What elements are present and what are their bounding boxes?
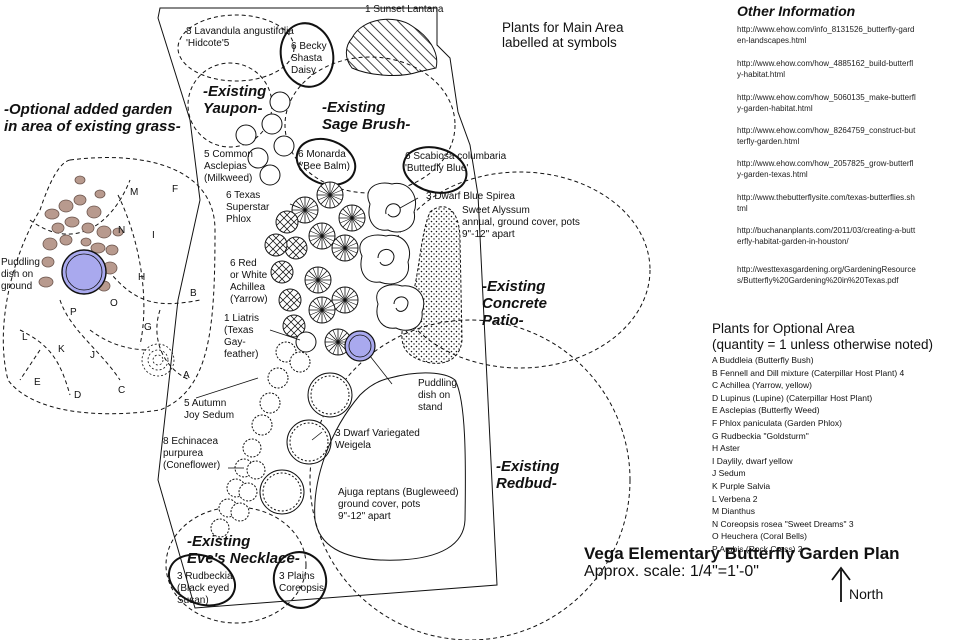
label-asclepias: 5 Common Asclepias (Milkweed) [204, 149, 253, 184]
optional-plant-item: B Fennell and Dill mixture (Caterpillar … [712, 367, 905, 378]
bed-letter: F [172, 184, 178, 195]
optional-plant-list: A Buddleia (Butterfly Bush) B Fennell and… [712, 354, 904, 556]
bed-letter: N [118, 225, 125, 236]
area-redbud: -Existing Redbud- [496, 458, 560, 492]
optional-bed-dividers [19, 179, 201, 396]
label-liatris: 1 Liatris (Texas Gay- feather) [224, 313, 260, 360]
bed-letter: M [130, 187, 138, 198]
lavandula-area [177, 14, 295, 82]
area-sage-brush: -Existing Sage Brush- [322, 99, 411, 133]
area-concrete-patio: -Existing Concrete Patio- [482, 278, 548, 329]
optional-area-title: Plants for Optional Area [712, 321, 855, 336]
label-plains-coreopsis: 3 Plains Coreopsis [279, 571, 325, 594]
optional-plant-item: H Aster [712, 443, 740, 454]
optional-plant-item: J Sedum [712, 468, 746, 479]
bed-letter: I [152, 230, 155, 241]
optional-plant-item: K Purple Salvia [712, 480, 771, 491]
reference-link[interactable]: http://www.ehow.com/how_5060135_make-but… [737, 93, 916, 113]
echinacea-symbols [210, 438, 266, 538]
bed-letter: K [58, 344, 65, 355]
coreopsis-symbol [272, 551, 328, 609]
spirea-symbols [359, 182, 425, 331]
ajuga-bed [314, 372, 466, 561]
bed-letters: M F N I H B O P G L K J A E D C [22, 184, 197, 401]
main-area-header-line2: labelled at symbols [502, 35, 617, 50]
puddling-dish-ground [61, 249, 107, 295]
reference-link[interactable]: http://www.ehow.com/how_8264759_construc… [737, 126, 916, 146]
label-spirea: 3 Dwarf Blue Spirea [426, 191, 515, 202]
reference-link[interactable]: http://www.thebutterflysite.com/texas-bu… [737, 193, 915, 213]
monarda-symbol [295, 137, 357, 187]
rock-cluster [38, 175, 124, 292]
area-eves-necklace: -Existing Eve's Necklace- [187, 533, 300, 567]
optional-plant-item: F Phlox paniculata (Garden Phlox) [712, 417, 842, 428]
bed-letter: P [70, 307, 77, 318]
label-scabiosa: 6 Scabiosa columbaria 'Butterfly Blue' [405, 151, 507, 174]
reference-link[interactable]: http://www.ehow.com/how_2057825_grow-but… [737, 159, 914, 179]
optional-area-subtitle: (quantity = 1 unless otherwise noted) [712, 337, 934, 352]
buddleia-symbol [141, 343, 175, 377]
reference-link[interactable]: http://buchananplants.com/2011/03/creati… [737, 226, 916, 246]
label-puddling-ground: Puddling dish on ground [1, 257, 40, 292]
optional-plant-item: G Rudbeckia "Goldsturm" [712, 430, 809, 441]
reference-link[interactable]: http://www.ehow.com/info_8131526_butterf… [737, 25, 915, 45]
plan-scale: Approx. scale: 1/4"=1'-0" [584, 563, 759, 580]
shasta-daisy-symbol [279, 22, 335, 88]
label-lavandula: 8 Lavandula angustifolia 'Hidcote'5 [186, 26, 294, 49]
optional-plant-item: C Achillea (Yarrow, yellow) [712, 380, 812, 391]
label-shasta-daisy: 6 Becky Shasta Daisy [291, 41, 327, 76]
bed-letter: G [144, 322, 152, 333]
bed-letter: H [138, 272, 145, 283]
reference-link[interactable]: http://www.ehow.com/how_4885162_build-bu… [737, 59, 914, 79]
bed-letter: L [22, 332, 28, 343]
sweet-alyssum-bed [401, 206, 463, 364]
scabiosa-symbol [402, 146, 468, 194]
north-label: North [849, 586, 884, 602]
bed-letter: B [190, 288, 197, 299]
label-weigela: 3 Dwarf Variegated Weigela [335, 428, 420, 451]
optional-plant-item: O Heuchera (Coral Bells) [712, 531, 807, 542]
other-info-title: Other Information [737, 3, 856, 19]
optional-plant-item: M Dianthus [712, 506, 755, 517]
optional-plant-item: L Verbena 2 [712, 493, 758, 504]
label-echinacea: 8 Echinacea purpurea (Coneflower) [163, 436, 221, 471]
bed-letter: D [74, 390, 81, 401]
area-optional-garden: -Optional added garden in area of existi… [4, 101, 181, 135]
leader-lines [195, 197, 419, 469]
label-sunset-lantana: 1 Sunset Lantana [365, 4, 444, 15]
optional-plant-item: I Daylily, dwarf yellow [712, 455, 793, 466]
optional-plant-item: P Arabis (Rock Cress) 2 [712, 543, 803, 554]
label-texas-phlox: 6 Texas Superstar Phlox [226, 190, 270, 225]
main-area-header-line1: Plants for Main Area [502, 20, 624, 35]
lantana-symbol [345, 18, 438, 76]
rudbeckia-symbol [168, 553, 236, 607]
optional-plant-item: N Coreopsis rosea "Sweet Dreams" 3 [712, 518, 854, 529]
optional-plant-item: E Asclepias (Butterfly Weed) [712, 405, 820, 416]
sedum-symbols [251, 341, 311, 436]
bed-letter: E [34, 377, 41, 388]
bed-letter: A [183, 370, 190, 381]
optional-plant-item: D Lupinus (Lupine) (Caterpillar Host Pla… [712, 392, 873, 403]
optional-garden-outline [2, 157, 216, 415]
reference-link[interactable]: http://westtexasgardening.org/GardeningR… [737, 265, 916, 285]
label-autumn-joy: 5 Autumn Joy Sedum [184, 398, 235, 421]
bed-letter: O [110, 298, 118, 309]
north-arrow [831, 566, 851, 602]
bed-letter: C [118, 385, 125, 396]
label-rudbeckia: 3 Rudbeckia (Black eyed Susan) [177, 571, 233, 606]
label-sweet-alyssum: Sweet Alyssum annual, ground cover, pots… [462, 205, 580, 240]
area-yaupon: -Existing Yaupon- [203, 83, 267, 117]
plan-title: Vega Elementary Butterfly Garden Plan [584, 544, 900, 563]
weigela-symbols [259, 372, 353, 515]
label-ajuga: Ajuga reptans (Bugleweed) ground cover, … [338, 487, 459, 522]
main-bed-outline [157, 7, 498, 609]
optional-plant-item: A Buddleia (Butterfly Bush) [712, 355, 814, 365]
achillea-symbols [264, 210, 308, 338]
label-monarda: 6 Monarda ('Bee Balm) [298, 149, 350, 172]
bed-letter: J [90, 350, 95, 361]
label-achillea: 6 Red or White Achillea (Yarrow) [230, 258, 268, 305]
label-puddling-stand: Puddling dish on stand [418, 378, 457, 413]
redbud-area [309, 319, 631, 640]
